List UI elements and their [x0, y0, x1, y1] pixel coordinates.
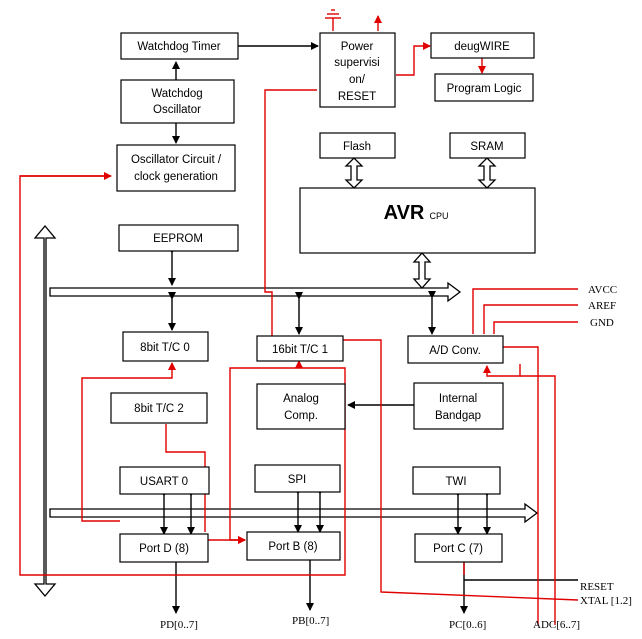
tc1-label: 16bit T/C 1 [272, 344, 328, 356]
port-c-label: Port C (7) [433, 543, 483, 555]
adc-pin-label: ADC[6..7] [533, 619, 580, 631]
twi-block: TWI [412, 466, 501, 495]
tc2-block: 8bit T/C 2 [110, 392, 208, 424]
power-supervision-label-1: Power [341, 41, 374, 53]
watchdog-oscillator-label-2: Oscillator [153, 104, 201, 116]
tc1-block: 16bit T/C 1 [256, 335, 344, 362]
data-bus-upper [49, 281, 462, 303]
watchdog-oscillator-label-1: Watchdog [151, 88, 202, 100]
reset-pin-label: RESET [580, 581, 614, 593]
tc2-label: 8bit T/C 2 [134, 403, 184, 415]
spi-block: SPI [254, 464, 341, 493]
power-supervision-label-2: supervisi [334, 57, 379, 69]
flash-label: Flash [343, 141, 371, 153]
bandgap-label-1: Internal [439, 393, 477, 405]
flash-block: Flash [319, 132, 396, 159]
tc0-label: 8bit T/C 0 [140, 342, 190, 354]
watchdog-timer-label: Watchdog Timer [137, 41, 220, 53]
tc0-block: 8bit T/C 0 [122, 331, 209, 362]
port-c-block: Port C (7) [414, 533, 503, 563]
power-supervision-block: Power supervisi on/ RESET [319, 32, 396, 108]
analog-comp-block: Analog Comp. [256, 383, 346, 430]
black-connections [160, 42, 578, 614]
usart-block: USART 0 [119, 466, 210, 495]
data-bus-vertical [33, 224, 57, 598]
pd-pin-label: PD[0..7] [160, 619, 198, 631]
eeprom-block: EEPROM [118, 224, 239, 252]
port-b-label: Port B (8) [268, 541, 317, 553]
power-supervision-label-4: RESET [338, 91, 376, 103]
power-supervision-label-3: on/ [349, 74, 366, 86]
watchdog-oscillator-block: Watchdog Oscillator [120, 79, 235, 124]
debugwire-block: deugWIRE [430, 32, 535, 59]
pc-pin-label: PC[0..6] [449, 619, 486, 631]
aref-pin-label: AREF [588, 300, 616, 312]
usart-label: USART 0 [140, 476, 188, 488]
analog-comp-label-1: Analog [283, 393, 319, 405]
program-logic-block: Program Logic [434, 73, 534, 102]
cpu-sub-label: CPU [429, 211, 448, 221]
xtal-pin-label: XTAL [1.2] [580, 595, 632, 607]
pb-pin-label: PB[0..7] [292, 615, 329, 627]
cpu-main-label: AVR [384, 202, 425, 224]
sram-label: SRAM [470, 141, 503, 153]
sram-cpu-link [477, 157, 497, 189]
eeprom-label: EEPROM [153, 233, 203, 245]
adc-label: A/D Conv. [429, 345, 481, 357]
port-d-label: Port D (8) [139, 543, 189, 555]
data-bus-lower [49, 502, 539, 524]
adc-block: A/D Conv. [407, 335, 504, 364]
port-d-block: Port D (8) [119, 533, 209, 563]
avcc-pin-label: AVCC [588, 284, 617, 296]
watchdog-timer-block: Watchdog Timer [120, 32, 239, 60]
bandgap-block: Internal Bandgap [413, 382, 504, 430]
cpu-bus-link [412, 252, 432, 289]
oscillator-circuit-block: Oscillator Circuit / clock generation [116, 144, 236, 192]
flash-cpu-link [344, 157, 364, 189]
oscillator-circuit-label-2: clock generation [134, 171, 218, 183]
analog-comp-label-2: Comp. [284, 410, 318, 422]
gnd-pin-label: GND [590, 317, 614, 329]
port-b-block: Port B (8) [246, 531, 341, 561]
program-logic-label: Program Logic [447, 83, 522, 95]
spi-label: SPI [288, 474, 307, 486]
bandgap-label-2: Bandgap [435, 410, 481, 422]
twi-label: TWI [445, 476, 466, 488]
oscillator-circuit-label-1: Oscillator Circuit / [131, 154, 222, 166]
avr-cpu-block: AVR CPU [299, 187, 536, 254]
debugwire-label: deugWIRE [454, 41, 510, 53]
sram-block: SRAM [449, 132, 526, 159]
